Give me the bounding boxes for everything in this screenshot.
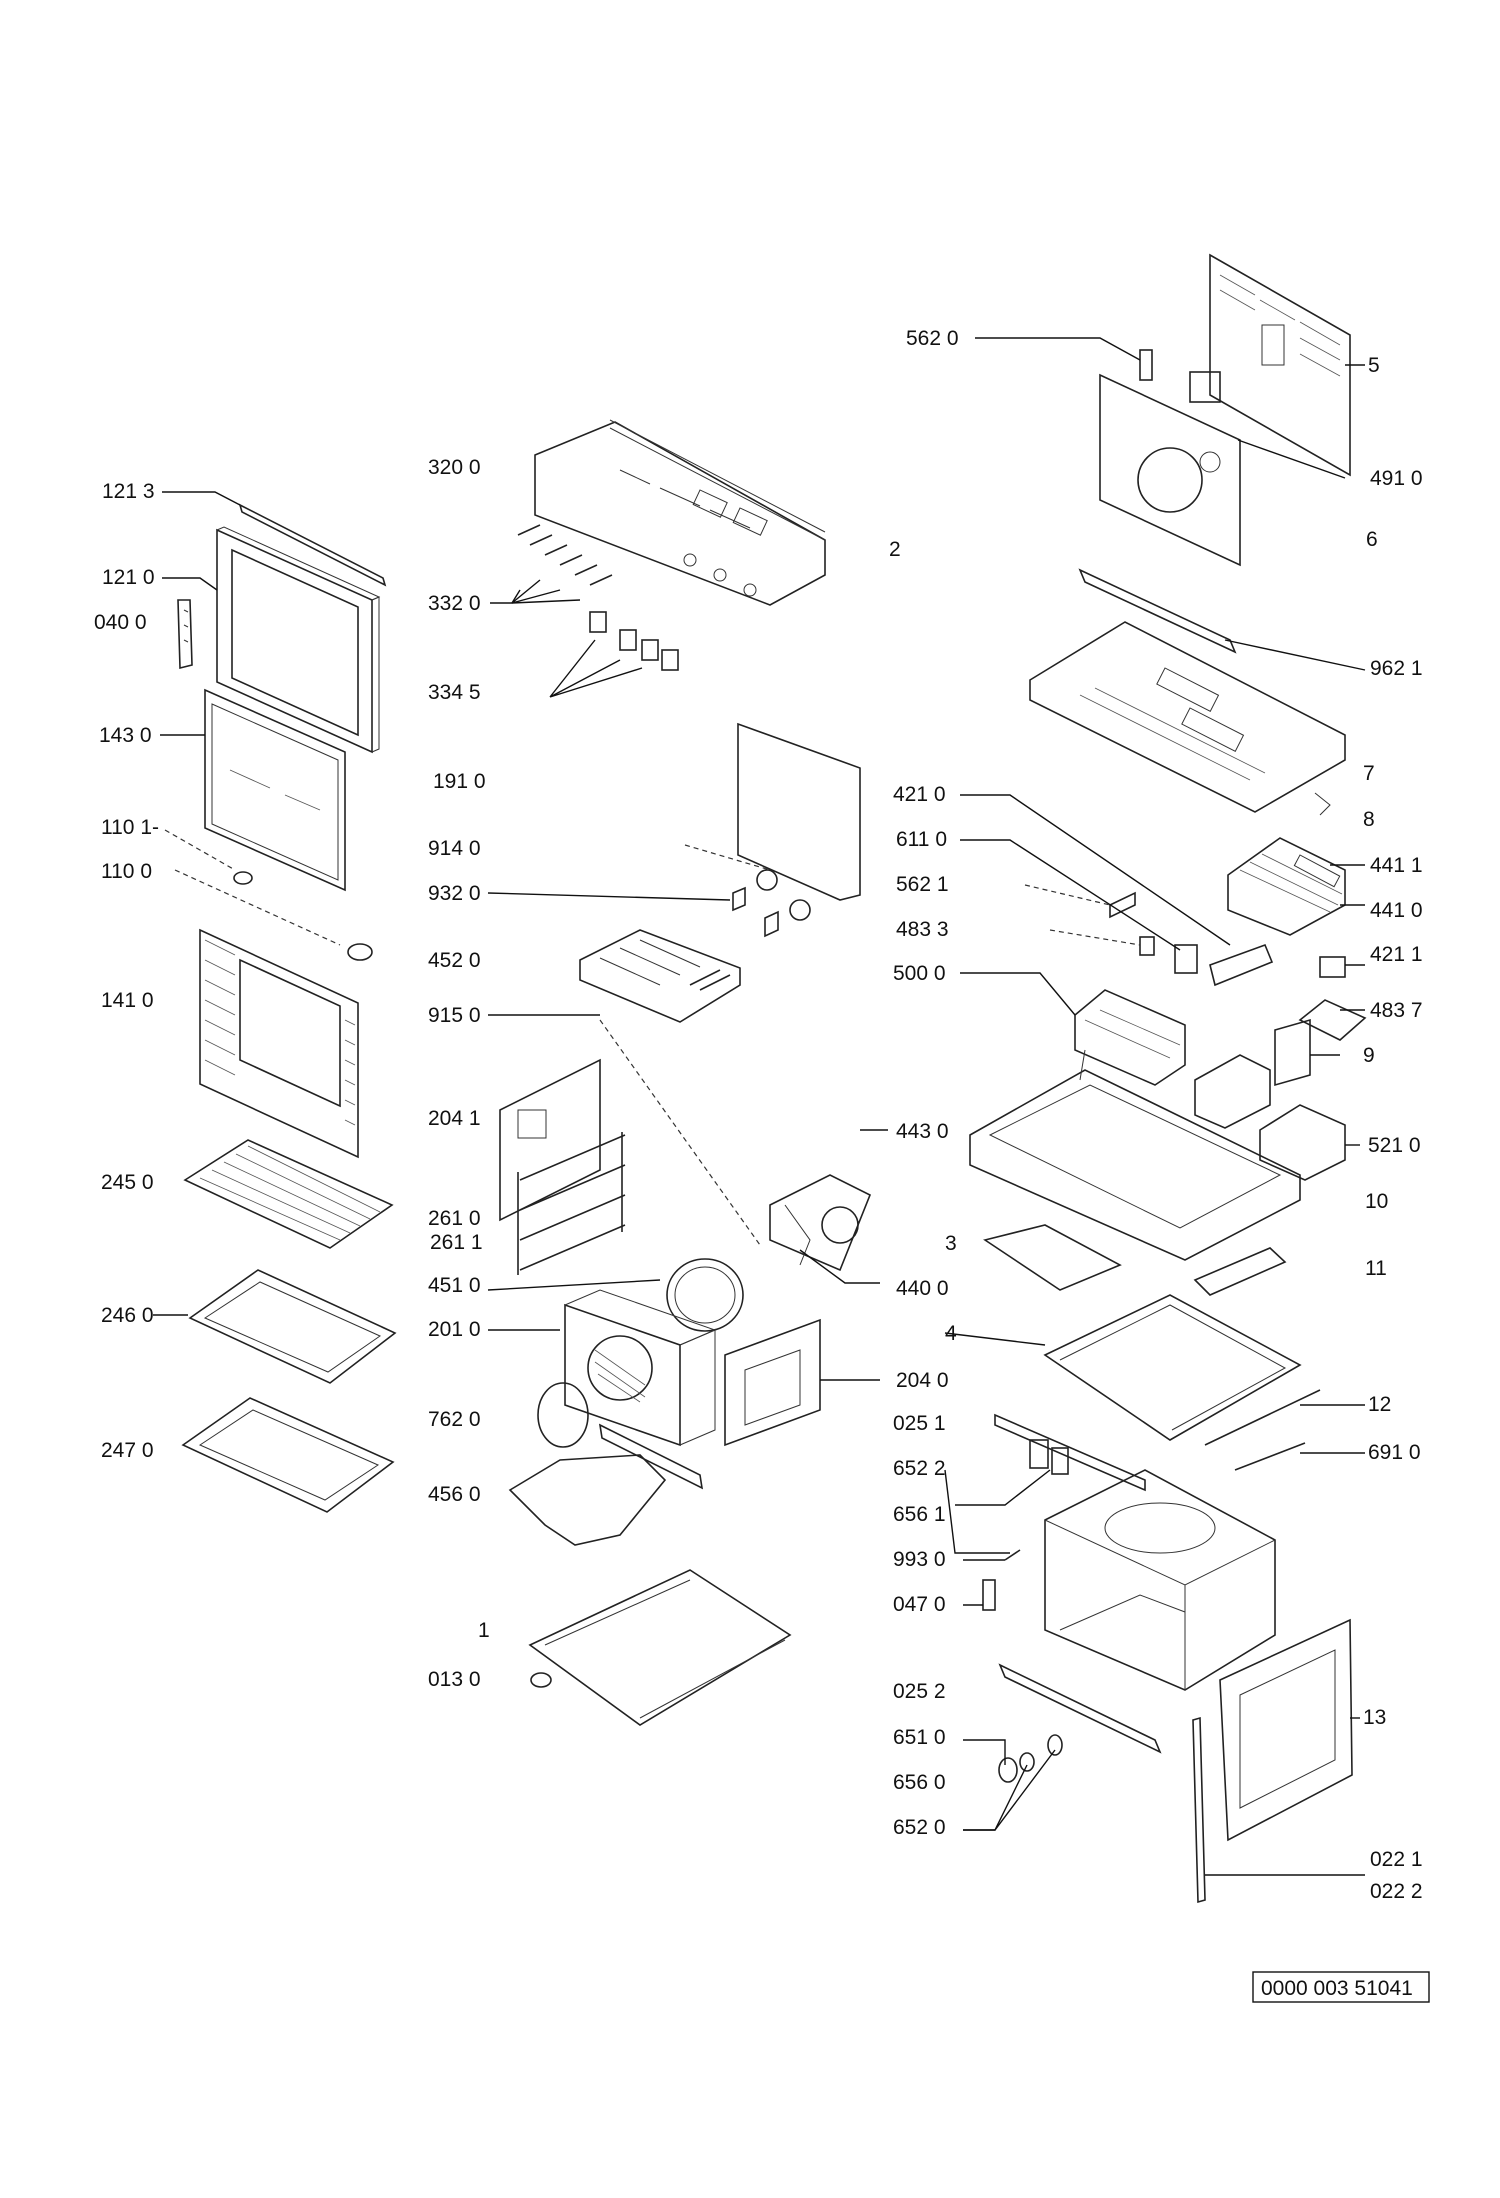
label-962-1: 962 1 [1370, 657, 1423, 680]
label-6: 6 [1366, 528, 1378, 551]
label-143-0: 143 0 [99, 724, 152, 747]
label-9: 9 [1363, 1044, 1375, 1067]
label-204-0: 204 0 [896, 1369, 949, 1392]
label-040-0: 040 0 [94, 611, 147, 634]
label-691-0: 691 0 [1368, 1441, 1421, 1464]
leaders-middle [487, 579, 1010, 1554]
label-491-0: 491 0 [1370, 467, 1423, 490]
label-5: 5 [1368, 354, 1380, 377]
label-456-0: 456 0 [428, 1483, 481, 1506]
label-500-0: 500 0 [893, 962, 946, 985]
label-025-1: 025 1 [893, 1412, 946, 1435]
label-334-5: 334 5 [428, 681, 481, 704]
label-13: 13 [1363, 1706, 1386, 1729]
label-521-0: 521 0 [1368, 1134, 1421, 1157]
label-8: 8 [1363, 808, 1375, 831]
label-421-0: 421 0 [893, 783, 946, 806]
label-013-0: 013 0 [428, 1668, 481, 1691]
door-parts-group [164, 503, 397, 1513]
leaders-right [944, 337, 1366, 1876]
label-141-0: 141 0 [101, 989, 154, 1012]
label-247-0: 247 0 [101, 1439, 154, 1462]
label-440-0: 440 0 [896, 1277, 949, 1300]
label-441-1: 441 1 [1370, 854, 1423, 877]
label-656-0: 656 0 [893, 1771, 946, 1794]
label-191-0: 191 0 [433, 770, 486, 793]
label-914-0: 914 0 [428, 837, 481, 860]
label-121-0: 121 0 [102, 566, 155, 589]
label-10: 10 [1365, 1190, 1388, 1213]
label-443-0: 443 0 [896, 1120, 949, 1143]
label-11: 11 [1365, 1257, 1387, 1280]
label-562-1: 562 1 [896, 873, 949, 896]
label-201-0: 201 0 [428, 1318, 481, 1341]
label-110-0: 110 0 [101, 860, 152, 883]
leaders-left [153, 491, 241, 1316]
label-441-0: 441 0 [1370, 899, 1423, 922]
label-656-1: 656 1 [893, 1503, 946, 1526]
label-483-3: 483 3 [896, 918, 949, 941]
label-261-0: 261 0 [428, 1207, 481, 1230]
label-611-0: 611 0 [896, 828, 947, 851]
case-parts-group [969, 253, 1367, 1904]
part-labels: 121 3 121 0 040 0 143 0 110 1- 110 0 141… [94, 327, 1423, 1903]
label-025-2: 025 2 [893, 1680, 946, 1703]
label-022-2: 022 2 [1370, 1880, 1423, 1903]
label-651-0: 651 0 [893, 1726, 946, 1749]
label-932-0: 932 0 [428, 882, 481, 905]
label-261-1: 261 1 [430, 1231, 483, 1254]
reference-box: 0000 003 51041 [1252, 1971, 1430, 2003]
label-915-0: 915 0 [428, 1004, 481, 1027]
label-320-0: 320 0 [428, 456, 481, 479]
label-451-0: 451 0 [428, 1274, 481, 1297]
label-421-1: 421 1 [1370, 943, 1423, 966]
label-4: 4 [945, 1322, 957, 1345]
label-332-0: 332 0 [428, 592, 481, 615]
label-246-0: 246 0 [101, 1304, 154, 1327]
cavity-parts-group [499, 419, 872, 1726]
label-7: 7 [1363, 762, 1375, 785]
label-12: 12 [1368, 1393, 1391, 1416]
label-652-0: 652 0 [893, 1816, 946, 1839]
label-2: 2 [889, 538, 901, 561]
label-204-1: 204 1 [428, 1107, 481, 1130]
label-993-0: 993 0 [893, 1548, 946, 1571]
reference-number: 0000 003 51041 [1261, 1977, 1413, 2000]
label-652-2: 652 2 [893, 1457, 946, 1480]
label-3: 3 [945, 1232, 957, 1255]
label-1: 1 [478, 1619, 490, 1642]
label-452-0: 452 0 [428, 949, 481, 972]
label-047-0: 047 0 [893, 1593, 946, 1616]
label-121-3: 121 3 [102, 480, 155, 503]
label-022-1: 022 1 [1370, 1848, 1423, 1871]
label-245-0: 245 0 [101, 1171, 154, 1194]
label-762-0: 762 0 [428, 1408, 481, 1431]
label-562-0: 562 0 [906, 327, 959, 350]
label-483-7: 483 7 [1370, 999, 1423, 1022]
label-110-1: 110 1- [101, 816, 159, 839]
